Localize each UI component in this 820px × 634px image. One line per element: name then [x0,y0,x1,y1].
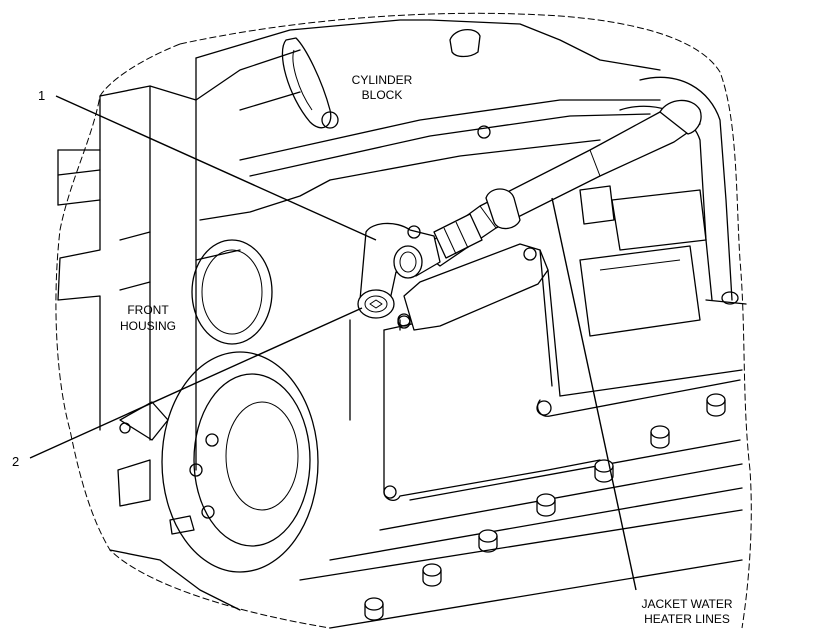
cylinder-block-top [195,19,661,261]
cylinder-block-label-line1: CYLINDER [352,73,413,87]
plug-bolt [357,289,395,319]
callout-1: 1 [38,88,45,103]
crankcase-side [299,313,743,629]
front-housing-label-line1: FRONT [127,303,169,317]
leader-lines [29,95,637,591]
front-housing-label-line2: HOUSING [120,319,176,333]
mounting-bracket [397,243,561,397]
cylinder-block-label-line2: BLOCK [362,88,403,102]
bolt [706,393,726,417]
leader-heater-lines [551,197,637,591]
pan-rail-bolts [364,393,726,621]
elbow-fitting [359,222,441,309]
bolt [364,597,384,621]
bolt [650,425,670,449]
leader-item-1 [55,95,377,241]
bolt [422,563,442,587]
callout-2: 2 [12,454,19,469]
jacket-water-heater-lines [419,99,702,267]
bolt [536,493,556,517]
leader-item-2 [29,307,363,459]
bolt [478,529,498,553]
heater-lines-label-line1: JACKET WATER [641,597,732,611]
heater-lines-label-line2: HEATER LINES [644,612,730,626]
front-housing-body [57,49,319,611]
labels: 1 2 CYLINDER BLOCK FRONT HOUSING JACKET … [12,73,733,626]
